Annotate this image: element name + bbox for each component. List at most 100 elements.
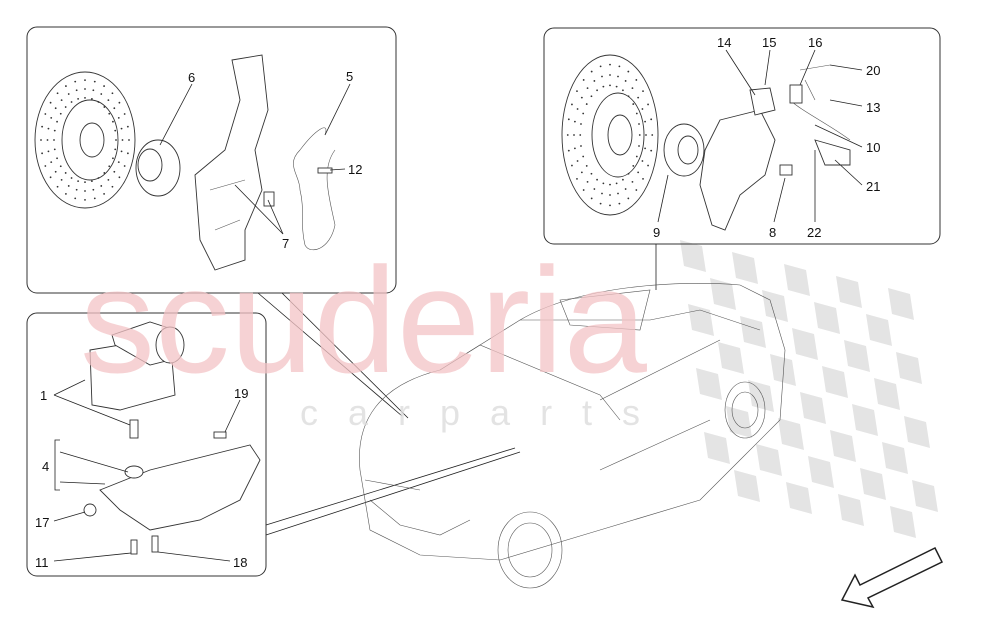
abs-modulator (83, 321, 261, 555)
abs-unit-panel (26, 312, 267, 577)
disc-hole (123, 113, 126, 115)
disc-hole (74, 80, 77, 83)
disc-hole (573, 134, 575, 136)
disc-hole (615, 182, 618, 185)
arrow-down-left-icon (840, 546, 944, 609)
callout-14: 14 (717, 35, 731, 50)
callout-6: 6 (188, 70, 195, 85)
disc-hole (585, 103, 588, 105)
disc-hole (84, 79, 86, 82)
flag-square (734, 470, 760, 502)
disc-hole (637, 96, 640, 99)
front-brake-disc (34, 71, 136, 209)
disc-hole (571, 103, 573, 106)
disc-hole (650, 118, 653, 121)
disc-hole (67, 93, 70, 95)
disc-hole (54, 107, 57, 110)
callout-13: 13 (866, 100, 880, 115)
flag-square (792, 328, 818, 360)
callout-20: 20 (866, 63, 880, 78)
disc-hole (622, 178, 624, 181)
disc-hole (93, 197, 96, 200)
disc-hole (580, 171, 583, 174)
disc-hole (49, 176, 52, 179)
disc-hole (56, 120, 58, 123)
disc-hole (622, 89, 624, 92)
callout-1: 1 (40, 388, 47, 403)
disc-hole (582, 189, 585, 191)
disc-hole (120, 150, 123, 153)
disc-hole (114, 129, 117, 132)
disc-hole (576, 160, 579, 162)
disc-hole (46, 139, 49, 141)
disc-hole (582, 79, 585, 81)
disc-hole (107, 99, 110, 102)
disc-hole (627, 70, 630, 73)
disc-hole (627, 172, 630, 175)
front-knuckle (194, 54, 269, 271)
disc-hole (75, 188, 78, 191)
flag-square (912, 480, 938, 512)
disc-hole (92, 89, 95, 92)
flag-square (890, 506, 916, 538)
disc-hole (70, 177, 73, 179)
disc-hole (84, 198, 86, 201)
callout-4: 4 (42, 459, 49, 474)
disc-hole (642, 90, 644, 93)
flag-square (844, 340, 870, 372)
disc-hole (576, 108, 579, 110)
disc-hole (103, 106, 106, 108)
disc-hole (117, 116, 120, 119)
flag-square (710, 278, 736, 310)
disc-hole (44, 113, 47, 115)
disc-hole (638, 134, 641, 136)
disc-hole (609, 204, 611, 207)
disc-hole (590, 95, 593, 98)
callout-5: 5 (346, 69, 353, 84)
disc-hole (645, 134, 647, 136)
disc-hole (100, 185, 103, 187)
disc-hole (111, 185, 114, 188)
disc-hole (53, 139, 55, 141)
disc-hole (635, 189, 638, 191)
disc-hole (114, 148, 117, 151)
disc-hole (40, 139, 42, 141)
flag-square (838, 494, 864, 526)
disc-hole (84, 96, 86, 99)
disc-hole (609, 74, 611, 76)
callout-19: 19 (234, 386, 248, 401)
disc-hole (108, 165, 111, 168)
disc-hole (64, 106, 67, 108)
disc-hole (632, 165, 635, 167)
disc-hole (586, 181, 589, 183)
disc-hole (647, 103, 649, 106)
disc-hole (111, 92, 114, 95)
disc-hole (590, 70, 593, 73)
flag-square (904, 416, 930, 448)
disc-hole (580, 96, 583, 99)
flag-square (762, 290, 788, 322)
flag-square (800, 392, 826, 424)
disc-hole (601, 75, 603, 78)
disc-hole (593, 188, 596, 190)
disc-hole (637, 171, 640, 174)
disc-hole (624, 80, 627, 82)
disc-hole (92, 188, 95, 191)
disc-hole (115, 139, 117, 141)
disc-hole (644, 120, 646, 123)
disc-hole (41, 152, 44, 155)
disc-hole (602, 182, 605, 185)
disc-hole (47, 150, 50, 153)
disc-hole (618, 202, 621, 205)
callout-10: 10 (866, 140, 880, 155)
disc-hole (107, 178, 110, 181)
disc-hole (631, 181, 634, 183)
disc-hole (609, 194, 611, 196)
disc-hole (84, 190, 86, 192)
disc-hole (567, 149, 570, 152)
watermark-scuderia: scuderia (80, 236, 648, 404)
disc-hole (615, 85, 618, 88)
watermark-carparts: c a r p a r t s (300, 392, 650, 433)
flag-square (822, 366, 848, 398)
disc-hole (574, 120, 576, 123)
